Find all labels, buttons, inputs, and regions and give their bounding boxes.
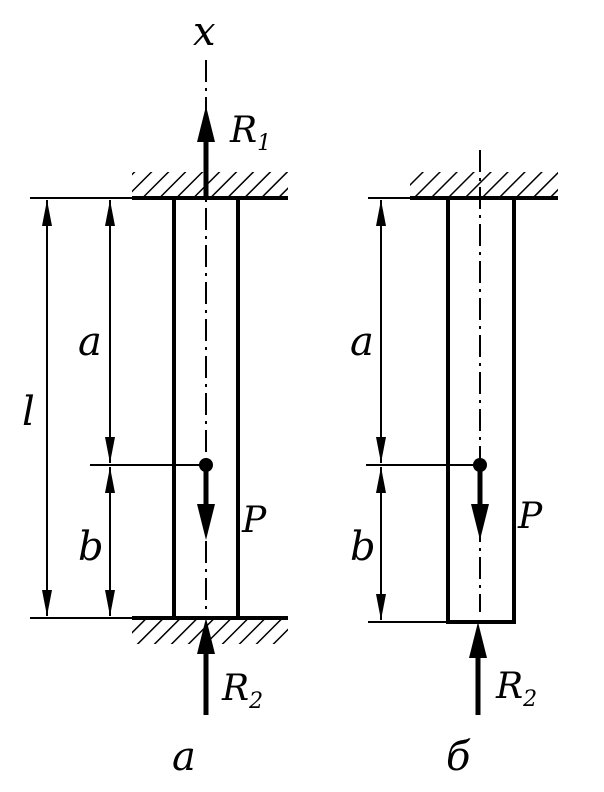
extension-lines-a [30, 197, 206, 619]
dimension-label-a-b: a [350, 319, 374, 365]
dimension-label-l: l [22, 389, 35, 435]
dimension-a-a [105, 200, 115, 463]
diagram-a: x R1 P R2 [22, 9, 288, 780]
load-label-p-b: P [517, 496, 543, 537]
bar-b [446, 198, 516, 624]
dimension-a-b [376, 200, 386, 463]
reaction-r1-arrow [197, 106, 215, 198]
load-label-p-a: P [241, 500, 267, 541]
caption-b: б [446, 734, 471, 780]
dimension-label-b-b: b [350, 524, 376, 570]
caption-a: a [172, 734, 196, 780]
dimension-b-b [376, 467, 386, 620]
reaction-r2-arrow-a [197, 618, 215, 715]
load-arrow-a [197, 465, 215, 540]
extension-lines-b [366, 197, 480, 623]
axis-label-x: x [193, 9, 216, 55]
dimension-label-a-a: a [78, 319, 102, 365]
reaction-r2-label-b: R2 [495, 666, 537, 712]
top-support-a [132, 172, 288, 200]
reaction-r2-arrow-b [469, 622, 487, 715]
dimension-b-a [105, 467, 115, 616]
reaction-r1-label: R1 [229, 110, 271, 156]
dimension-label-b-a: b [78, 524, 104, 570]
reaction-r2-label-a: R2 [221, 668, 263, 714]
load-arrow-b [471, 465, 489, 540]
dimension-l [42, 200, 52, 616]
bar-a [172, 198, 240, 618]
diagram-b: P R2 a b б [350, 150, 558, 780]
top-support-b [410, 172, 558, 200]
